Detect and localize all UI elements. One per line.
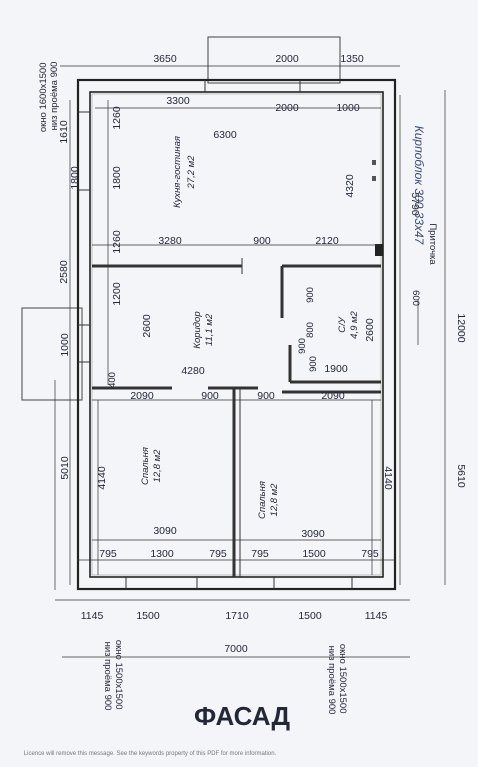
inner-wall	[89, 91, 384, 578]
dim-bottom2-b: 1500	[136, 610, 160, 622]
vent-label: Приточка	[427, 223, 438, 265]
bathroom-d2: 800	[305, 322, 316, 338]
bottom-window-note-2-line2: низ проёма 900	[326, 646, 337, 715]
bottom-window-note-2-line1: окно 1500х1500	[337, 644, 348, 714]
dim-row3-a: 3280	[158, 235, 182, 247]
dim-left-j: 5010	[59, 456, 71, 480]
dim-right-d: 5610	[455, 464, 467, 488]
kitchen-area: 27,2 м2	[186, 155, 197, 190]
bottom-window-note-1: окно 1500х1500 низ проёма 900	[102, 640, 124, 712]
bathroom-width: 1900	[324, 363, 348, 375]
bathroom-left-900: 900	[297, 338, 308, 354]
bottom-window-note-2: окно 1500х1500 низ проёма 900	[326, 644, 348, 716]
dim-top-a: 3650	[153, 53, 177, 65]
dim-left-a: 1610	[58, 120, 70, 144]
window-marks	[78, 80, 383, 589]
dim-right-b: 600	[410, 290, 421, 306]
dim-left-f: 1260	[111, 230, 123, 254]
left-window-note-line1: окно 1600х1500	[38, 63, 49, 133]
bedroom1-name: Спальня	[140, 447, 151, 485]
dim-bottom2-d: 1500	[298, 610, 322, 622]
dim-left-i: 400	[107, 372, 118, 388]
dim-left-e: 2580	[58, 260, 70, 284]
dim-right-c: 12000	[455, 313, 467, 342]
interior-walls	[92, 258, 381, 577]
dim-row4-d: 2090	[321, 390, 345, 402]
bathroom-d3: 900	[308, 356, 319, 372]
dim-row2-a: 3300	[166, 95, 190, 107]
bathroom-d1: 900	[305, 287, 316, 303]
dim-row2-c: 1000	[336, 102, 360, 114]
dim-row3-b: 900	[253, 235, 271, 247]
dim-bottom2-a: 1145	[81, 610, 104, 622]
dim-bottom2-e: 1145	[365, 610, 388, 622]
dim-right-e: 4140	[382, 466, 394, 490]
corridor-width: 4280	[181, 365, 205, 377]
kitchen-width: 6300	[213, 129, 237, 141]
left-window-note: окно 1600х1500 низ проёма 900	[38, 60, 60, 132]
dim-bottom1-e: 1500	[302, 548, 326, 560]
top-extension	[207, 36, 341, 84]
total-width: 7000	[224, 643, 248, 655]
bathroom-name: С/У	[337, 316, 348, 333]
bedroom1-area: 12,8 м2	[152, 449, 163, 483]
dim-left-d: 1800	[111, 166, 123, 190]
dim-row4-c: 900	[257, 390, 275, 402]
dim-bottom1-d: 795	[251, 548, 269, 560]
kitchen-height: 4320	[344, 174, 356, 198]
corridor-name: Коридор	[192, 311, 203, 348]
dim-left-k: 4140	[96, 466, 108, 490]
dim-left-h: 1000	[59, 333, 71, 357]
dim-bottom1-a: 795	[99, 548, 117, 560]
bedroom2-name: Спальня	[257, 481, 268, 519]
dim-row4-a: 2090	[130, 390, 154, 402]
dim-row3-c: 2120	[315, 235, 339, 247]
kitchen-name: Кухня-гостиная	[172, 136, 183, 208]
bathroom-height: 2600	[364, 318, 376, 342]
dim-bottom1-f: 795	[361, 548, 379, 560]
bathroom-area: 4,9 м2	[349, 310, 360, 338]
footer-text: Licence will remove this message. See th…	[24, 751, 277, 757]
outer-wall	[76, 78, 397, 591]
dim-bottom2-c: 1710	[225, 610, 249, 622]
left-porch	[21, 307, 83, 401]
bottom-window-note-1-line2: низ проёма 900	[102, 642, 113, 711]
corridor-area: 11,1 м2	[204, 313, 215, 346]
corridor-height: 2600	[141, 314, 153, 338]
dim-left-b: 1260	[111, 106, 123, 130]
dim-bottom1-b: 1300	[150, 548, 174, 560]
dim-left-g: 1200	[111, 282, 123, 306]
dim-bottom1-c: 795	[209, 548, 227, 560]
dim-right-a: 5790	[409, 192, 421, 216]
left-window-note-line2: низ проёма 900	[49, 62, 60, 131]
dim-top-c: 1350	[340, 53, 364, 65]
dim-left-c: 1800	[69, 166, 81, 190]
bedroom2-area: 12,8 м2	[269, 483, 280, 517]
bedroom2-width: 3090	[301, 528, 325, 540]
handwritten-note: Кирпоблок 300 33х47	[412, 126, 426, 246]
dim-top-b: 2000	[275, 53, 299, 65]
bottom-window-note-1-line1: окно 1500х1500	[113, 640, 124, 710]
dimension-lines	[54, 65, 446, 658]
dim-row2-b: 2000	[275, 102, 299, 114]
dim-row4-b: 900	[201, 390, 219, 402]
facade-title: ФАСАД	[194, 701, 291, 731]
bedroom1-width: 3090	[153, 525, 177, 537]
